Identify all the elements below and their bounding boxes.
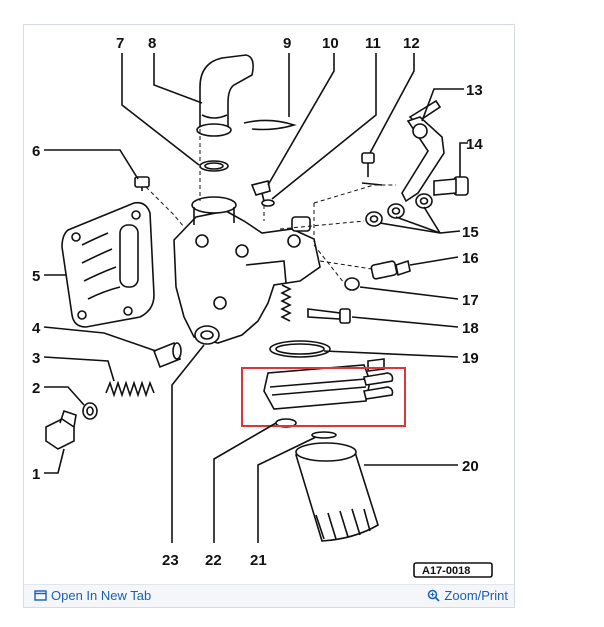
leader-11	[271, 53, 377, 200]
magnifier-icon	[428, 589, 441, 602]
part-bolt-6	[134, 176, 150, 191]
callout-20: 20	[462, 458, 479, 475]
leader-16	[409, 256, 459, 266]
part-banjo-bolt-14	[433, 176, 469, 196]
part-bolt-18	[307, 308, 351, 324]
leader-21	[257, 436, 317, 543]
leader-15	[379, 206, 461, 234]
leader-10	[267, 53, 335, 186]
callout-6: 6	[32, 143, 40, 160]
part-filler-tube	[196, 54, 254, 137]
callout-16: 16	[462, 250, 479, 267]
open-new-tab-label: Open In New Tab	[51, 588, 152, 603]
part-washers-15	[365, 193, 433, 227]
leader-18	[351, 316, 459, 328]
part-spring-3	[105, 380, 155, 398]
callout-18: 18	[462, 320, 479, 337]
callout-1: 1	[32, 466, 40, 483]
leader-19	[323, 350, 459, 358]
part-ring-21	[311, 431, 337, 439]
leader-13	[421, 88, 464, 122]
callout-5: 5	[32, 268, 40, 285]
external-window-icon	[34, 590, 47, 601]
callout-4: 4	[32, 320, 41, 337]
part-oil-cooler-22	[263, 358, 394, 428]
leader-7	[121, 53, 200, 166]
part-gasket-plate-5	[61, 201, 155, 328]
part-washer-2	[82, 402, 98, 420]
leader-8	[153, 53, 203, 104]
callout-11: 11	[365, 35, 381, 52]
callout-12: 12	[403, 35, 420, 52]
leader-6	[44, 149, 139, 180]
part-plunger-4	[152, 341, 182, 369]
callout-15: 15	[462, 224, 479, 241]
leader-1	[44, 448, 65, 474]
leader-22	[213, 422, 277, 543]
part-washer-2-inner	[86, 406, 94, 416]
part-bolt-10	[250, 180, 271, 202]
callout-13: 13	[466, 82, 483, 99]
leader-23	[171, 344, 205, 543]
callout-21: 21	[250, 552, 267, 569]
part-oil-filter-20	[295, 442, 379, 542]
image-toolbar: Open In New Tab Zoom/Print	[24, 584, 514, 607]
callout-8: 8	[148, 35, 156, 52]
open-new-tab-link[interactable]: Open In New Tab	[34, 588, 151, 603]
callout-10: 10	[322, 35, 339, 52]
zoom-print-label: Zoom/Print	[444, 588, 508, 603]
reference-code-text: A17-0018	[422, 565, 470, 577]
part-seal-ring-19-inner	[275, 343, 325, 355]
leader-14	[459, 142, 468, 177]
callout-19: 19	[462, 350, 479, 367]
callout-3: 3	[32, 350, 40, 367]
part-bolt-12	[361, 152, 383, 186]
exploded-parts-diagram: 7 8 9 10 11 12 13 14 15 16 17 18 19 20 2…	[32, 35, 493, 578]
part-plug-1	[45, 409, 77, 450]
callout-14: 14	[466, 136, 483, 153]
callout-7: 7	[116, 35, 124, 52]
zoom-print-link[interactable]: Zoom/Print	[427, 588, 508, 603]
part-clip-9	[243, 119, 297, 131]
part-washer-11	[261, 199, 275, 207]
leader-2	[44, 386, 85, 406]
reference-code: A17-0018	[413, 562, 493, 578]
leader-12	[369, 53, 415, 154]
callout-22: 22	[205, 552, 222, 569]
callout-17: 17	[462, 292, 479, 309]
leader-4	[43, 326, 157, 352]
callout-23: 23	[162, 552, 179, 569]
leader-17	[359, 286, 459, 300]
callout-2: 2	[32, 380, 40, 397]
part-pressure-switch-16	[370, 259, 411, 280]
highlight-box	[241, 367, 406, 427]
part-o-ring-7-inner	[204, 162, 224, 170]
part-main-housing	[173, 196, 321, 345]
callout-9: 9	[283, 35, 291, 52]
leader-3	[43, 356, 115, 382]
part-o-ring-17	[344, 277, 360, 291]
